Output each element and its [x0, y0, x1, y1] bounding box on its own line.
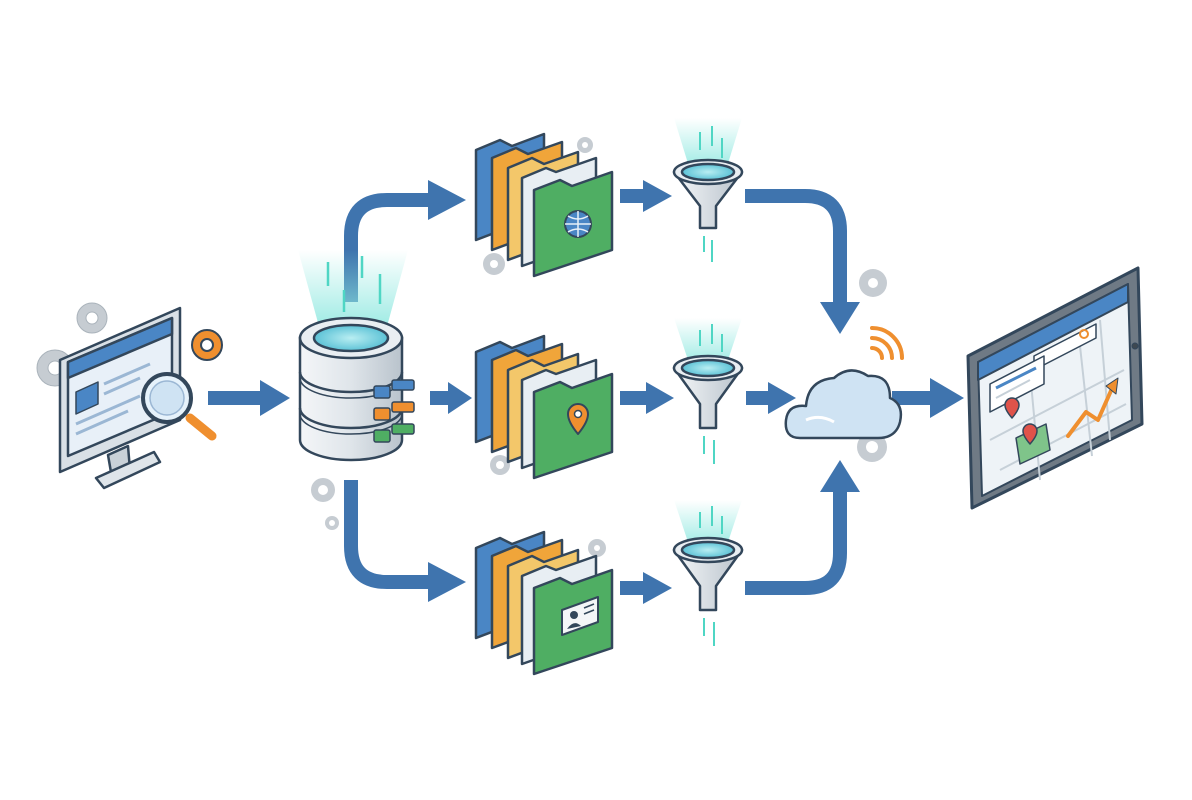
signal-waves-icon [870, 326, 904, 360]
map-pin-icon [1004, 397, 1020, 419]
gear-icon [859, 269, 887, 297]
trend-line-icon [1066, 382, 1116, 438]
tablet-map-chart-icon [966, 266, 1144, 510]
gear-orange-icon [191, 329, 223, 361]
location-pin-folder-icon [474, 334, 614, 480]
monitor-search-icon [58, 306, 217, 490]
funnel-icon [672, 318, 744, 464]
search-icon [1079, 329, 1089, 339]
flow-arrow [745, 189, 847, 306]
gear-icon [588, 539, 606, 557]
flow-arrow [344, 193, 430, 302]
flow-arrows [208, 189, 932, 595]
funnel-icon [672, 118, 744, 262]
flow-arrow [344, 480, 430, 589]
gear-icon [483, 253, 505, 275]
gear-icon [857, 432, 887, 462]
id-card-folder-icon [474, 530, 614, 676]
flow-arrow [745, 490, 847, 595]
globe-folder-icon [474, 132, 614, 278]
gear-icon [325, 516, 339, 530]
gear-icon [490, 455, 510, 475]
database-server-icon [298, 250, 415, 462]
funnel-icon [672, 500, 744, 646]
arrow-heads [260, 180, 964, 604]
gear-icon [76, 302, 108, 334]
map-pin-icon [1022, 423, 1038, 445]
gear-icon [577, 137, 593, 153]
cloud-signal-icon [784, 326, 904, 440]
location-pin-icon [567, 403, 589, 435]
gear-icon [311, 478, 335, 502]
magnifier-handle [185, 413, 217, 441]
